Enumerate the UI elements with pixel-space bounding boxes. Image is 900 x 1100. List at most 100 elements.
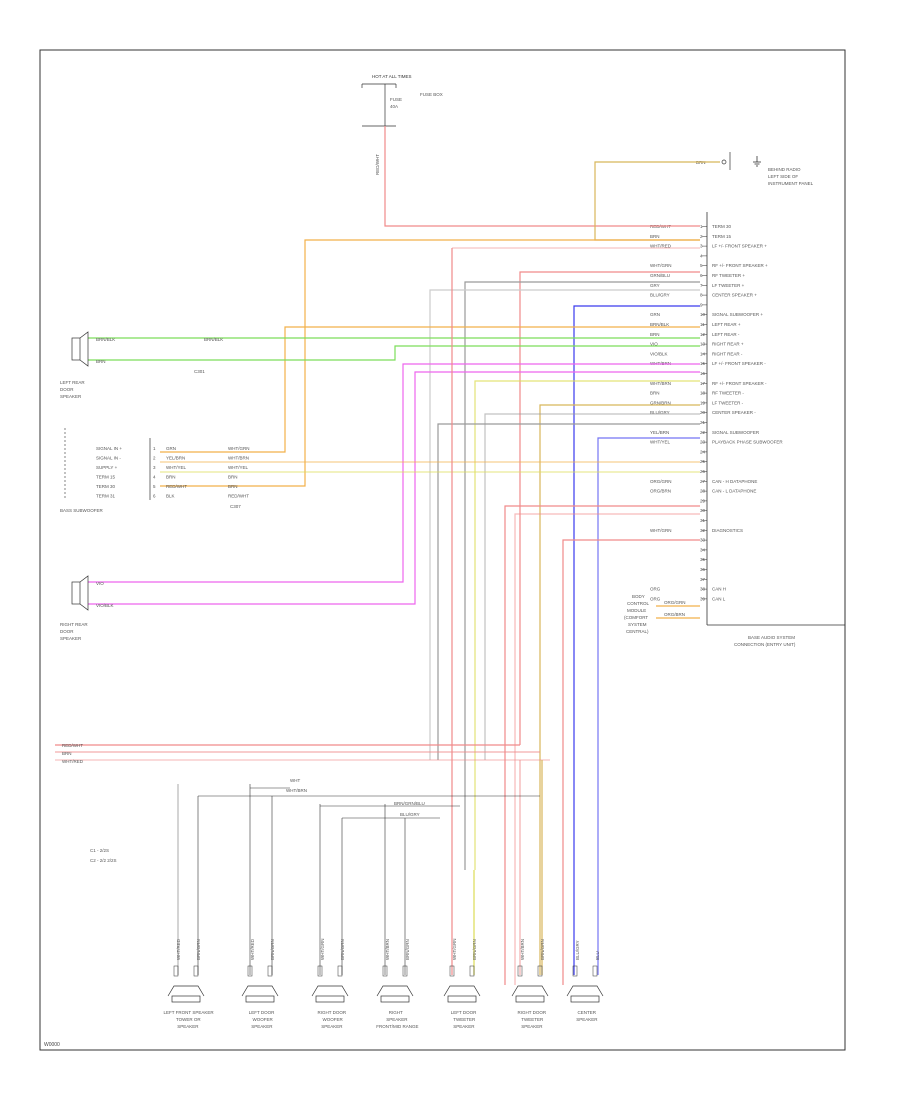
- radio-wire-label: BRN: [650, 332, 660, 337]
- radio-wire-label: BRN: [650, 234, 660, 239]
- radio-pin-label: RF TWEETER +: [712, 273, 745, 278]
- radio-pin-number: 27: [700, 479, 706, 484]
- radio-pin-label: CAN - H DATAPHONE: [712, 479, 757, 484]
- speaker-wire-label: BRN/GRN: [340, 939, 345, 960]
- speaker-name: SPEAKER: [576, 1017, 598, 1022]
- radio-wire-label: VIO/BLK: [650, 351, 668, 356]
- mid-label-4: BLU/GRY: [400, 812, 420, 817]
- wiring-traces: [55, 126, 720, 985]
- speaker-terminal: [469, 965, 475, 977]
- radio-pin-number: 26: [700, 469, 706, 474]
- wire-blue-2: [597, 437, 700, 975]
- subwoofer-pin-number: 3: [153, 465, 156, 470]
- speaker-terminal: [267, 965, 273, 977]
- speaker-icon: [566, 985, 604, 1003]
- radio-pin-number: 6: [700, 273, 703, 278]
- radio-pin-number: 9: [700, 302, 703, 307]
- can-source-6: CENTRAL): [626, 629, 649, 634]
- can-source-4: (COMFORT: [624, 615, 648, 620]
- radio-wire-label: BLU/GRY: [650, 410, 670, 415]
- subwoofer-pin-number: 1: [153, 446, 156, 451]
- speaker-icon: [71, 575, 89, 611]
- rr-wire-1: VIO: [96, 581, 104, 586]
- wire-tan-1: [539, 404, 700, 975]
- can-source-1: BODY: [632, 594, 645, 599]
- radio-pin-label: PLAYBACK PHASE SUBWOOFER: [712, 440, 783, 445]
- subwoofer-wire-right: BRN: [228, 475, 238, 480]
- speaker-wire-label: BRN/GRN: [270, 939, 275, 960]
- subwoofer-wire-right: BRN: [228, 484, 238, 489]
- wire-green-2: [88, 345, 700, 361]
- lr-name-3: SPEAKER: [60, 394, 82, 399]
- radio-pin-label: SIGNAL SUBWOOFER +: [712, 312, 763, 317]
- speaker-wire-label: WHT/RED: [176, 938, 181, 960]
- speaker-name: SPEAKER: [251, 1024, 273, 1029]
- subwoofer-connector: C307: [230, 504, 241, 509]
- radio-wire-label: WHT/GRN: [650, 528, 672, 533]
- radio-wire-label: VIO: [650, 342, 658, 347]
- radio-pin-number: 21: [700, 420, 706, 425]
- speaker-name: TOWER OR: [176, 1017, 201, 1022]
- subwoofer-wire-left: WHT/YEL: [166, 465, 186, 470]
- radio-pin-label: CAN - L DATAPHONE: [712, 489, 756, 494]
- subwoofer-pin-label: TERM 31: [96, 494, 116, 499]
- radio-pin-number: 35: [700, 557, 706, 562]
- radio-wire-label: GRN/BRN: [650, 400, 671, 405]
- radio-pin-number: 15: [700, 361, 706, 366]
- speaker-terminal: [517, 965, 523, 977]
- fuse-name: FUSE: [390, 97, 402, 102]
- speaker-icon: [443, 985, 481, 1003]
- subwoofer-pin-label: SIGNAL IN +: [96, 446, 122, 451]
- radio-pin-label: LEFT REAR -: [712, 332, 740, 337]
- speaker-name: SPEAKER: [321, 1024, 343, 1029]
- wire-gray-5: [437, 423, 700, 760]
- diagram-id: W0000: [44, 1042, 60, 1048]
- legend-item-1: C1 - 2/2S: [90, 848, 109, 853]
- speaker-name: SPEAKER: [453, 1024, 475, 1029]
- fuse-block: HOT AT ALL TIMES FUSE 40A FUSE BOX RED/W…: [361, 74, 443, 175]
- subwoofer-title: BASS SUBWOOFER: [60, 508, 104, 513]
- radio-pin-number: 10: [700, 312, 706, 317]
- wire-fuse-feed: [384, 126, 700, 227]
- radio-pin-label: SIGNAL SUBWOOFER: [712, 430, 760, 435]
- radio-wire-label: BRN: [650, 391, 660, 396]
- radio-pin-number: 36: [700, 567, 706, 572]
- lr-wire-1: BRN/BLK: [96, 337, 115, 342]
- diagram-border: [39, 49, 846, 1051]
- radio-wire-label: BRN/BLK: [650, 322, 669, 327]
- radio-pin-number: 14: [700, 351, 706, 356]
- radio-wire-label: GRN/BLU: [650, 273, 670, 278]
- radio-pin-label: LF +/- FRONT SPEAKER -: [712, 361, 766, 366]
- radio-pin-number: 38: [700, 587, 706, 592]
- radio-title-2: CONNECTION (ENTRY UNIT): [734, 642, 796, 647]
- radio-pin-number: 11: [700, 322, 705, 327]
- speaker-wire-label: WHT/GRN: [452, 939, 457, 961]
- radio-pin-number: 24: [700, 449, 706, 454]
- right-rear-speaker: VIO VIO/BLK RIGHT REAR DOOR SPEAKER: [60, 575, 114, 641]
- subwoofer-pin-number: 2: [153, 456, 156, 461]
- mid-label-1: WHT: [290, 778, 300, 783]
- can-l-wire: ORG/BRN: [664, 612, 685, 617]
- wire-gray-2: [429, 289, 700, 760]
- ground-terminal: [721, 159, 727, 165]
- subwoofer-pin-label: TERM 30: [96, 484, 116, 489]
- speaker-name: RIGHT DOOR: [518, 1010, 547, 1015]
- lr-name-1: LEFT REAR: [60, 380, 85, 385]
- radio-pin-label: CENTER SPEAKER -: [712, 410, 756, 415]
- speaker-name: TWEETER: [521, 1017, 544, 1022]
- subwoofer-wire-left: BLK: [166, 494, 175, 499]
- speaker-terminal: [337, 965, 343, 977]
- speaker-name: RIGHT: [389, 1010, 403, 1015]
- speaker-terminal: [537, 965, 543, 977]
- speaker-name: FRONT/MID RANGE: [376, 1024, 418, 1029]
- radio-wire-label: GRN: [650, 312, 660, 317]
